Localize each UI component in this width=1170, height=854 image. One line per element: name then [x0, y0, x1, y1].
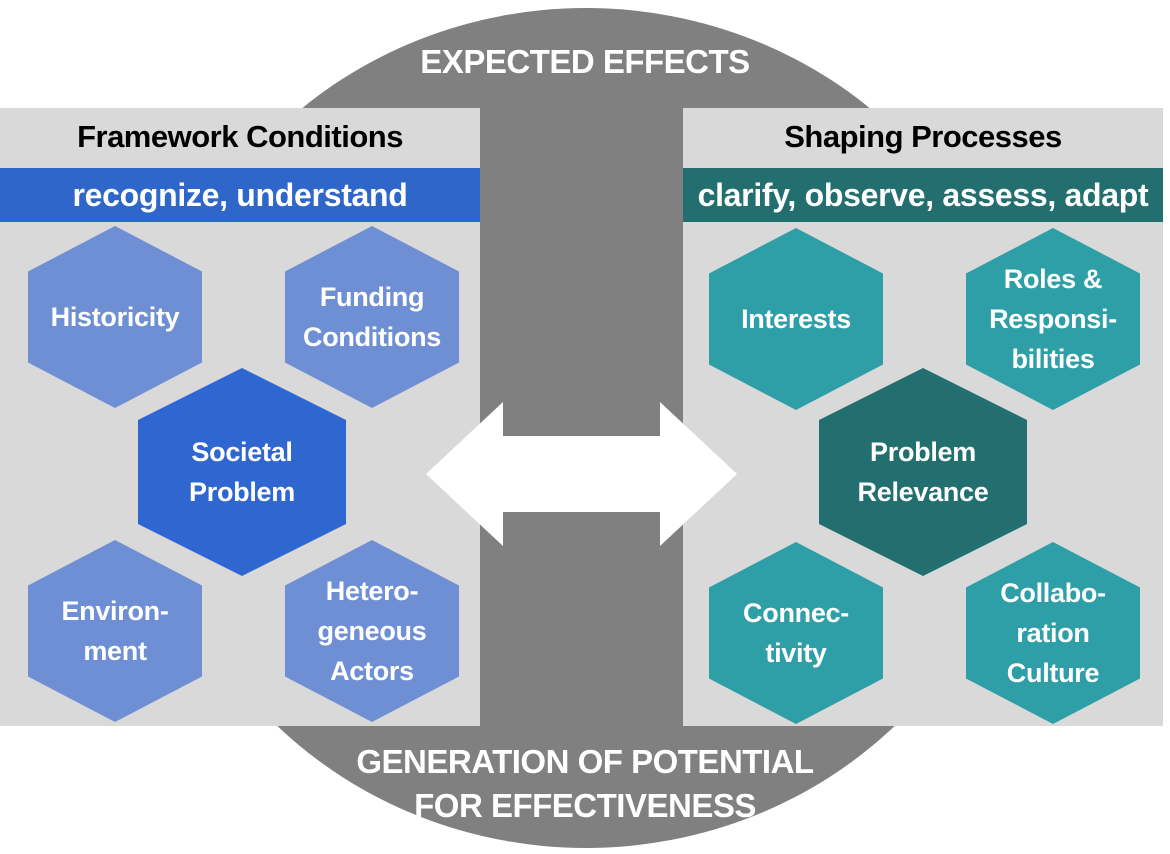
clarify-observe-band: clarify, observe, assess, adapt [683, 168, 1163, 222]
hexagon-funding-conditions: Funding Conditions [285, 226, 459, 408]
hexagon-label-line: Connec- [743, 598, 849, 628]
hexagon-label-line: Conditions [303, 322, 441, 352]
framework-conditions-title: Framework Conditions [77, 119, 403, 154]
expected-effects-line: EXPECTED EFFECTS [420, 43, 750, 80]
hexagon-label-line: bilities [1011, 344, 1095, 374]
hexagon-label-line: ration [1016, 618, 1090, 648]
hexagon-interests: Interests [709, 228, 883, 410]
hexagon-label-line: ment [83, 636, 147, 666]
hexagon-label-line: Interests [741, 304, 851, 334]
hexagon-problem-relevance: Problem Relevance [819, 368, 1027, 576]
hexagon-label-line: tivity [765, 638, 827, 668]
recognize-understand-band: recognize, understand [0, 168, 480, 222]
hexagon-label-line: Roles & [1003, 264, 1103, 294]
hexagon-label-line: Funding [319, 282, 425, 312]
hexagon-label-line: Responsi- [989, 304, 1117, 334]
caption-line: GENERATION OF POTENTIAL [356, 743, 814, 780]
hexagon-label-line: geneous [317, 616, 427, 646]
hexagon-label-line: Environ- [61, 596, 169, 626]
hexagon-label-line: Actors [330, 656, 414, 686]
hexagon-label-line: Problem [870, 437, 976, 467]
expected-effects-caption: EXPECTED EFFECTS [0, 40, 1170, 84]
hexagon-label-line: Collabo- [1000, 578, 1106, 608]
hexagon-label-line: Culture [1006, 658, 1100, 688]
framework-conditions-panel: Framework Conditions recognize, understa… [0, 108, 480, 726]
hexagon-label-line: Societal [191, 437, 293, 467]
hexagon-label-line: Problem [189, 477, 295, 507]
hexagon-label-line: Historicity [50, 302, 180, 332]
caption-line: FOR EFFECTIVENESS [414, 787, 756, 824]
hexagon-label-line: Hetero- [325, 576, 419, 606]
hexagon-roles-responsibilities: Roles & Responsi- bilities [966, 228, 1140, 410]
generation-of-potential-caption: GENERATION OF POTENTIAL FOR EFFECTIVENES… [0, 740, 1170, 828]
shaping-processes-title: Shaping Processes [784, 119, 1062, 154]
shaping-processes-panel: Shaping Processes clarify, observe, asse… [683, 108, 1163, 726]
hexagon-label-line: Relevance [857, 477, 989, 507]
arrow-shape [426, 402, 737, 546]
hexagon-historicity: Historicity [28, 226, 202, 408]
